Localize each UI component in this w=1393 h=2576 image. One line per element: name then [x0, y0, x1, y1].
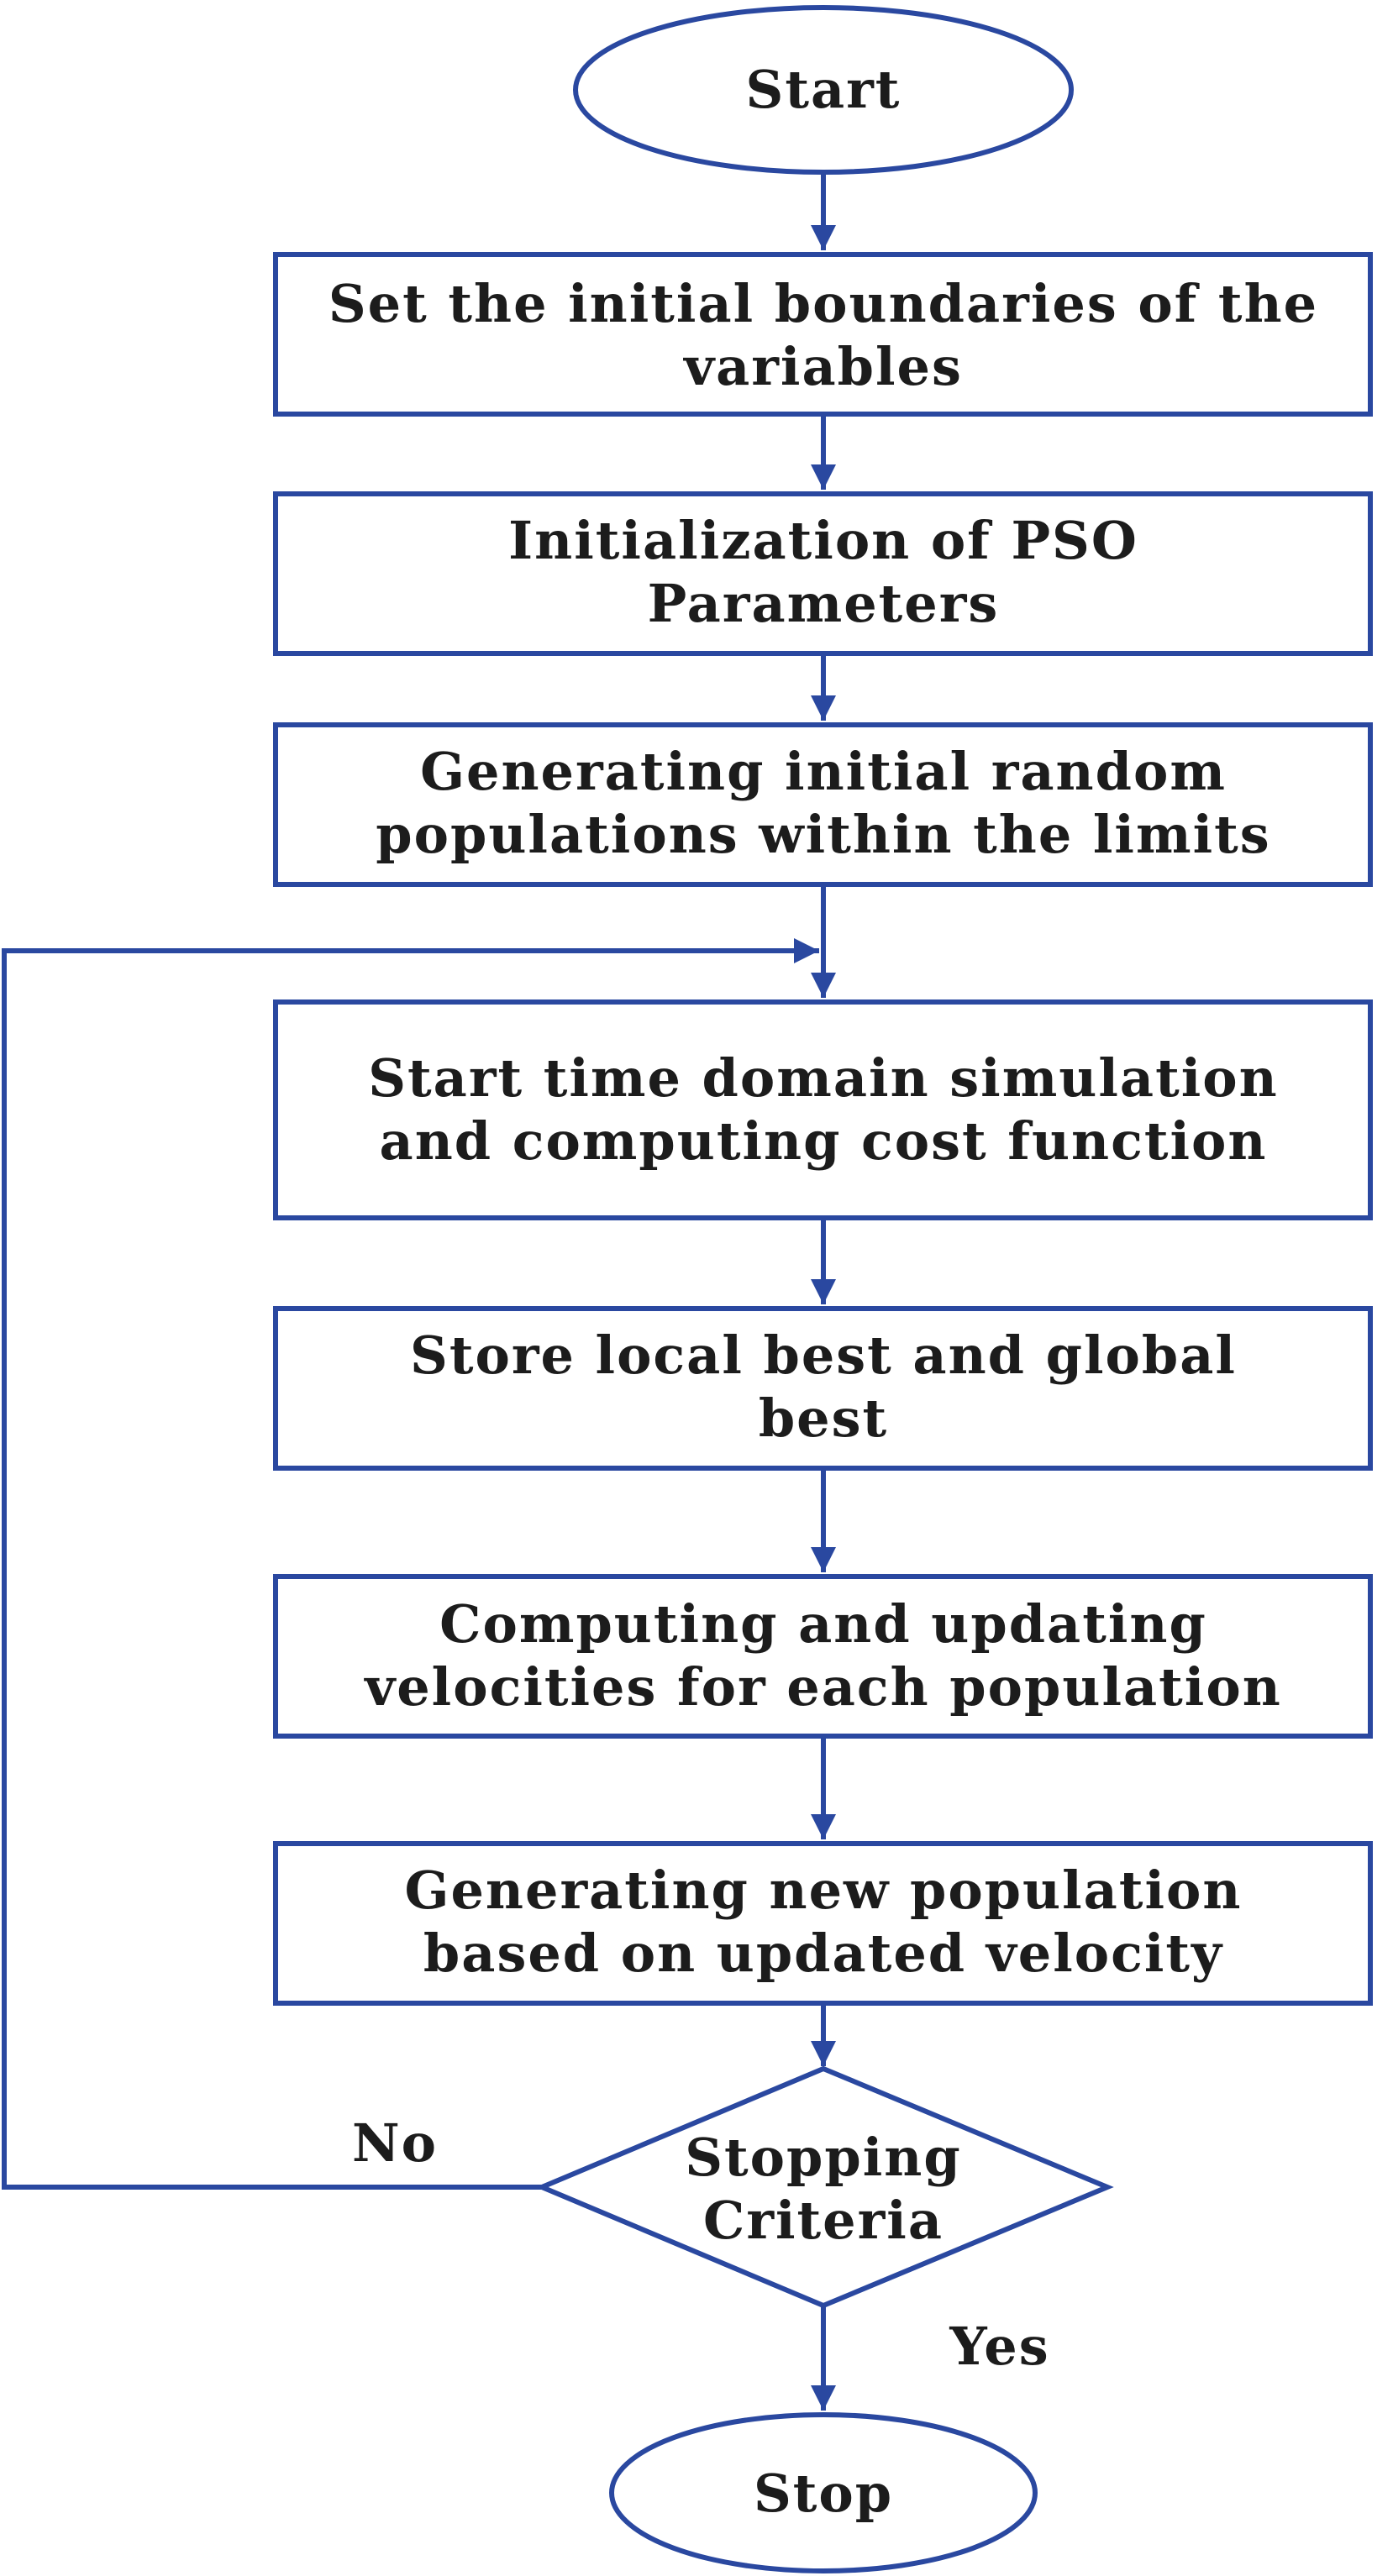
step-1-box	[273, 252, 1373, 417]
step-5-line-2: best	[759, 1388, 888, 1449]
step-2-line-1: Initialization of PSO	[508, 510, 1138, 571]
step-6-line-2: velocities for each population	[363, 1656, 1282, 1718]
step-1: Set the initial boundaries of the variab…	[273, 252, 1373, 417]
step-7-box	[273, 1841, 1373, 2006]
loop-back-arrow	[2, 938, 819, 2190]
step-2-box	[273, 491, 1373, 656]
start-terminator: Start	[573, 5, 1074, 175]
step-5-line-1: Store local best and global	[410, 1325, 1237, 1386]
step-7-line-2: based on updated velocity	[423, 1923, 1223, 1984]
no-branch-label: No	[352, 2112, 438, 2174]
step-5: Store local best and global best	[273, 1306, 1373, 1471]
step-6: Computing and updating velocities for ea…	[273, 1574, 1373, 1739]
stopping-criteria-decision: Stopping Criteria	[535, 2065, 1114, 2309]
step-4-line-1: Start time domain simulation	[368, 1047, 1278, 1109]
step-6-line-1: Computing and updating	[439, 1593, 1207, 1655]
connectors	[2, 172, 836, 2411]
start-label: Start	[746, 59, 902, 120]
step-6-box	[273, 1574, 1373, 1739]
decision-line-1: Stopping	[685, 2127, 961, 2188]
step-4: Start time domain simulation and computi…	[273, 999, 1373, 1220]
decision-line-2: Criteria	[703, 2190, 944, 2251]
step-3: Generating initial random populations wi…	[273, 722, 1373, 887]
step-4-box	[273, 999, 1373, 1220]
stop-ellipse	[609, 2412, 1038, 2573]
stop-label: Stop	[754, 2463, 893, 2524]
yes-branch-label: Yes	[949, 2316, 1049, 2377]
step-1-line-2: variables	[682, 336, 963, 397]
step-2: Initialization of PSO Parameters	[273, 491, 1373, 656]
step-7: Generating new population based on updat…	[273, 1841, 1373, 2006]
decision-diamond	[535, 2065, 1114, 2309]
step-3-box	[273, 722, 1373, 887]
step-3-line-2: populations within the limits	[376, 804, 1270, 865]
step-7-line-1: Generating new population	[405, 1860, 1243, 1921]
stop-terminator: Stop	[609, 2412, 1038, 2573]
step-5-box	[273, 1306, 1373, 1471]
step-4-line-2: and computing cost function	[380, 1110, 1268, 1172]
step-3-line-1: Generating initial random	[420, 741, 1227, 802]
step-2-line-2: Parameters	[648, 573, 1000, 634]
start-ellipse	[573, 5, 1074, 175]
step-1-line-1: Set the initial boundaries of the	[329, 273, 1318, 334]
